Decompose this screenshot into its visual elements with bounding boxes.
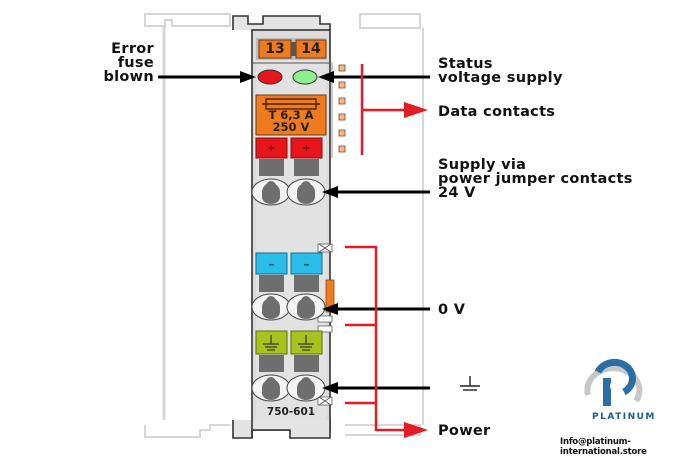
fuse-rating: T 6,3 A <box>268 108 314 122</box>
label-line: blown <box>103 69 154 85</box>
fuse-voltage: 250 V <box>272 120 310 134</box>
plus-terminal-2 <box>290 137 323 159</box>
model-number: 750-601 <box>266 406 316 418</box>
label-line: 24 V <box>438 185 476 201</box>
terminal-14-text: 14 <box>301 41 321 57</box>
plus-terminal-1 <box>255 137 288 159</box>
minus-symbol-1: – <box>268 256 275 271</box>
brand-email: Info@platinum-international.store <box>560 437 647 457</box>
label-supply-via-jumper: Supply via power jumper contacts 24 V <box>438 157 633 201</box>
status-voltage-led <box>292 69 318 85</box>
label-power: Power <box>438 423 491 439</box>
platinum-logo-icon <box>584 358 643 406</box>
terminal-13-text: 13 <box>265 41 285 57</box>
brand-name: PLATINUM <box>592 412 656 422</box>
label-line: Supply via <box>438 157 527 173</box>
minus-terminal-1 <box>255 252 288 275</box>
label-zero-volt: 0 V <box>438 302 466 318</box>
error-fuse-led <box>257 69 283 85</box>
label-line: voltage supply <box>438 70 563 86</box>
label-error-fuse-blown: Error fuse blown <box>90 41 154 85</box>
label-line: Error <box>111 41 154 57</box>
ground-symbol-icon <box>460 376 480 391</box>
label-line: fuse <box>117 55 154 71</box>
label-data-contacts: Data contacts <box>438 104 556 120</box>
label-line: Status <box>438 56 493 72</box>
plus-symbol-1: + <box>267 142 276 154</box>
label-status-voltage-supply: Status voltage supply <box>438 56 563 86</box>
label-line: power jumper contacts <box>438 171 633 187</box>
minus-symbol-2: – <box>303 256 310 271</box>
plus-symbol-2: + <box>302 142 311 154</box>
minus-terminal-2 <box>290 252 323 275</box>
